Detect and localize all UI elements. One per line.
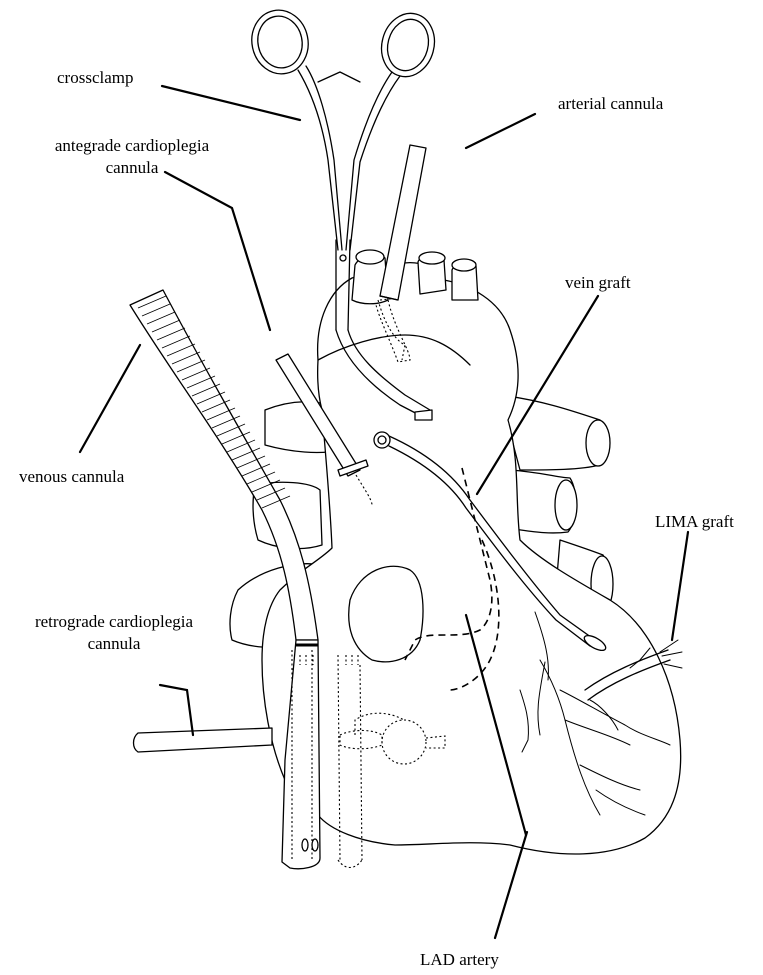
label-retrograde-cardioplegia-cannula: retrograde cardioplegia cannula (6, 611, 222, 655)
label-crossclamp: crossclamp (57, 67, 133, 89)
label-retrograde-line2: cannula (6, 633, 222, 655)
label-lima-graft: LIMA graft (655, 511, 734, 533)
label-antegrade-cardioplegia-cannula: antegrade cardioplegia cannula (8, 135, 256, 179)
label-vein-graft: vein graft (565, 272, 631, 294)
heart-outline (262, 263, 681, 854)
label-venous-cannula: venous cannula (19, 466, 124, 488)
label-antegrade-line1: antegrade cardioplegia (8, 135, 256, 157)
label-arterial-cannula: arterial cannula (558, 93, 663, 115)
label-lad-artery: LAD artery (420, 949, 499, 971)
label-retrograde-line1: retrograde cardioplegia (6, 611, 222, 633)
label-antegrade-line2: cannula (8, 157, 256, 179)
